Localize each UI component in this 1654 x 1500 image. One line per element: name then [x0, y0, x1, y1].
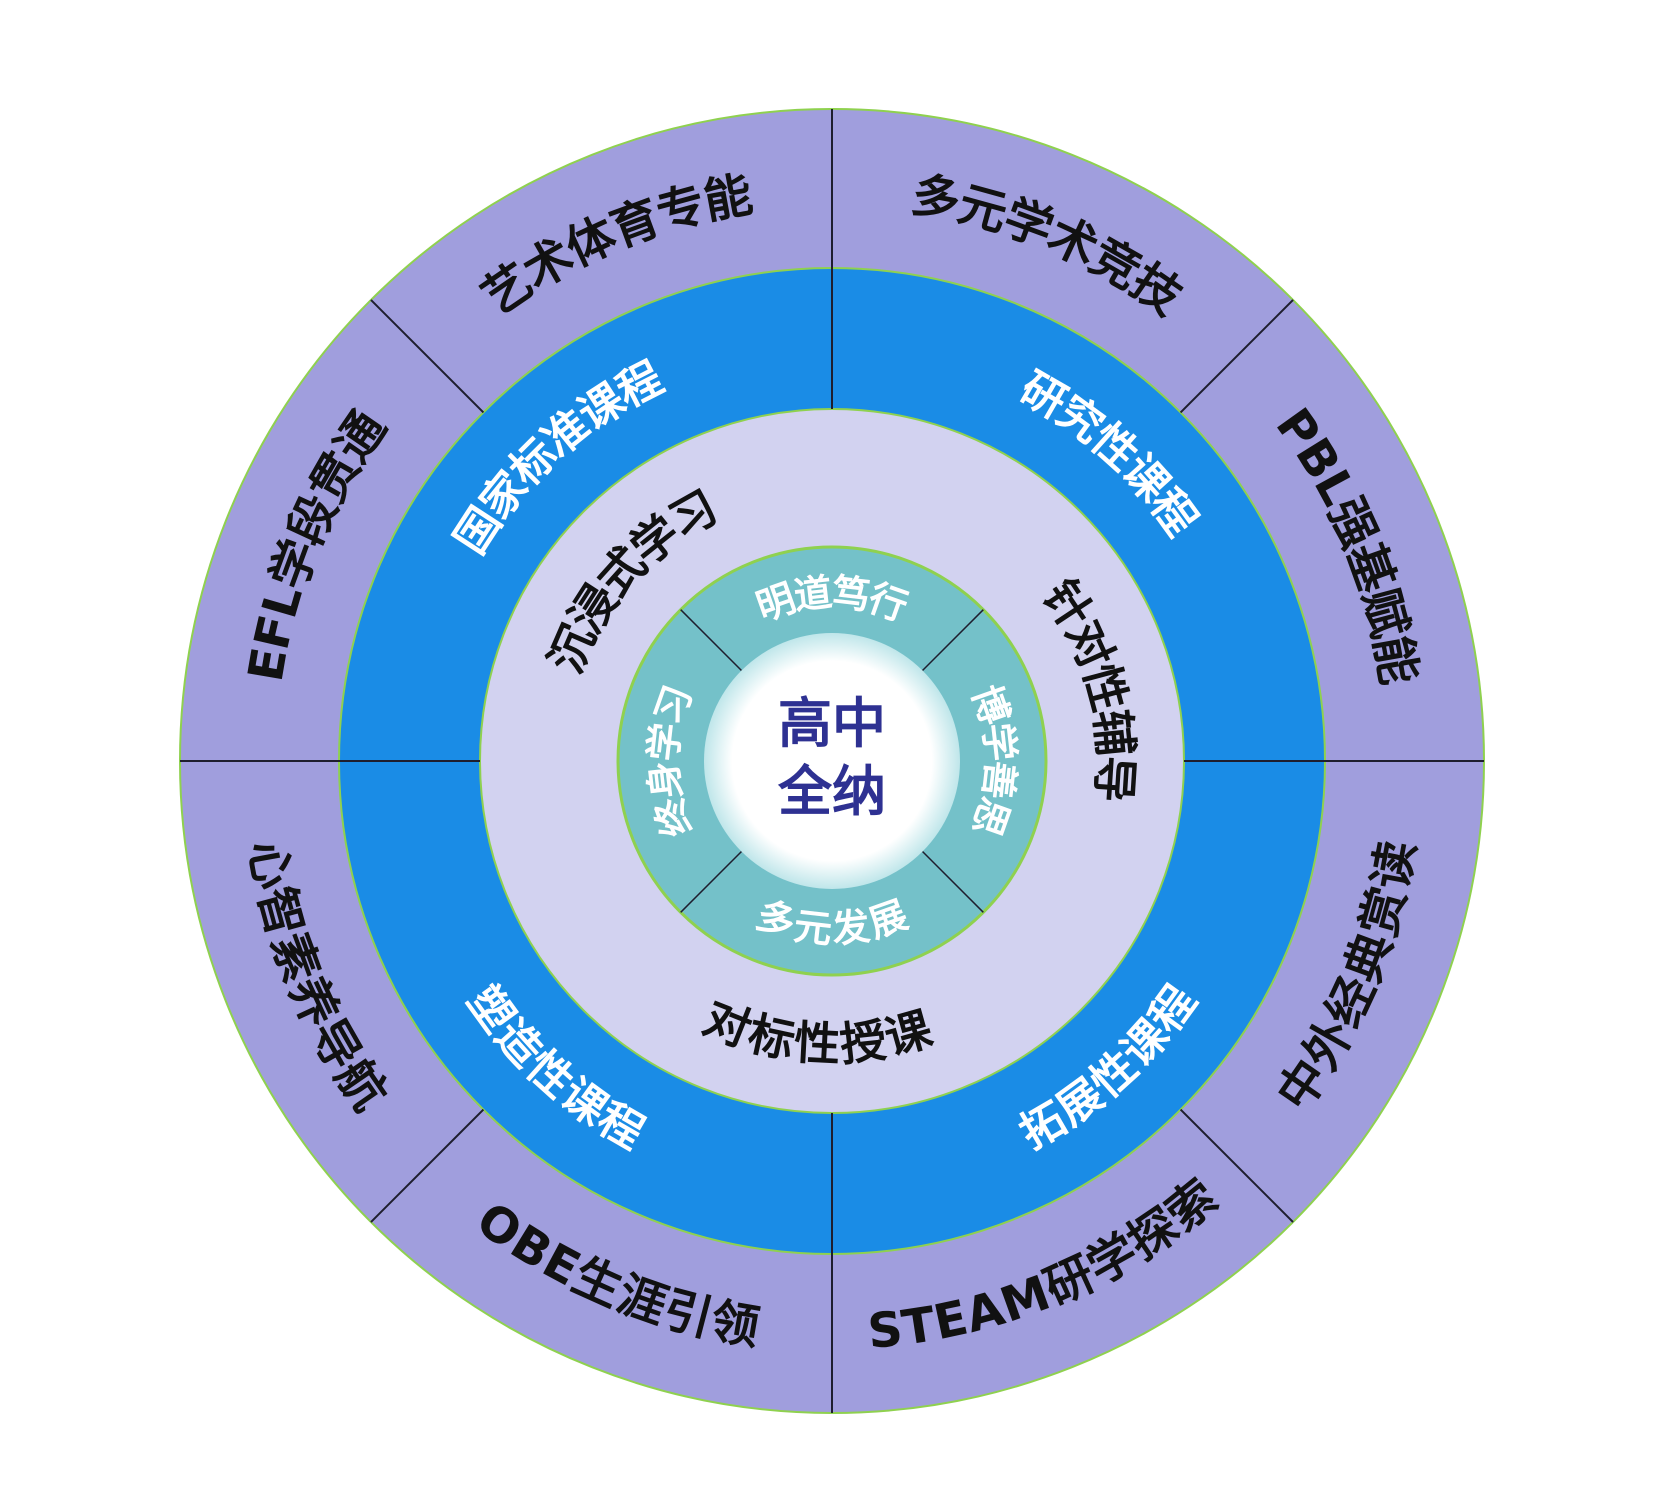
outer-divider — [370, 299, 485, 414]
outer-divider — [1179, 299, 1294, 414]
outer-divider — [1179, 1108, 1294, 1223]
teal-divider — [921, 850, 984, 913]
center-title-line2: 全纳 — [777, 760, 886, 823]
center-circle — [704, 633, 960, 889]
teal-divider — [680, 850, 743, 913]
center-title-line1: 高中 — [778, 692, 886, 755]
outer-divider — [370, 1108, 485, 1223]
teal-divider — [680, 609, 743, 672]
ring-dividers — [180, 109, 1484, 1413]
teal-divider — [921, 609, 984, 672]
